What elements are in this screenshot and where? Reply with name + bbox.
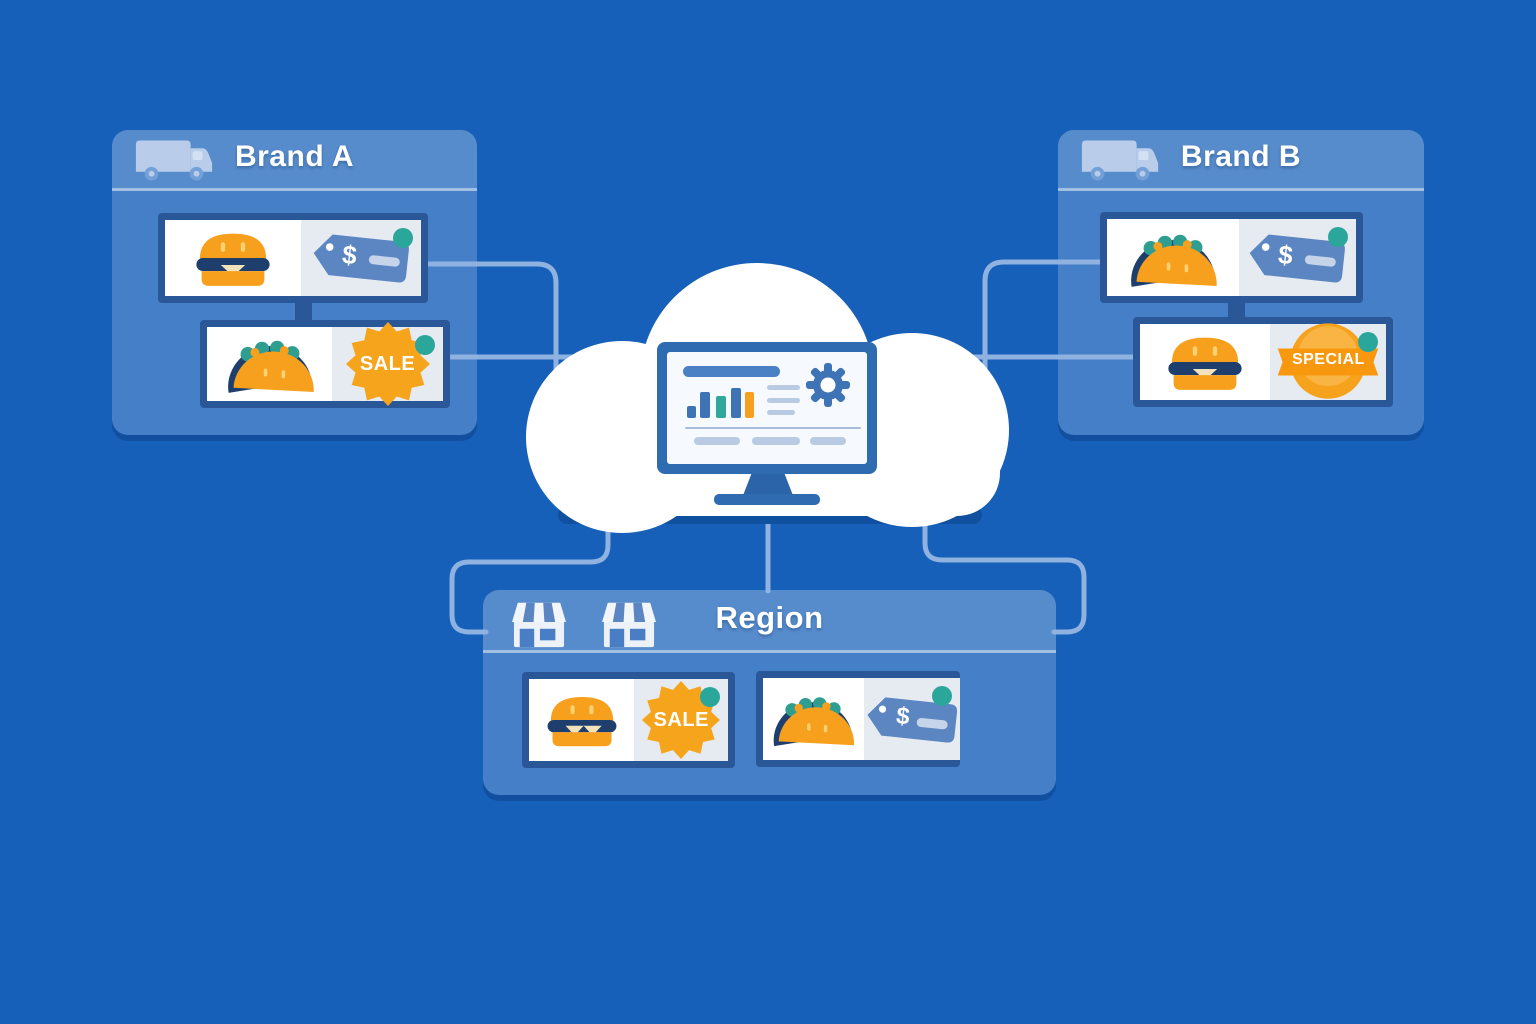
special-badge: SPECIAL [1270,320,1386,404]
region-card-taco-price: $ [756,671,960,767]
special-badge-text: SPECIAL [1291,351,1365,368]
screen-footer-pill [810,437,846,445]
card-image-cell [763,678,864,760]
price-tag-icon: $ [861,691,961,748]
card-label-cell: $ [1238,219,1356,296]
connector-cloud-region-right [922,508,1087,635]
brand-b-card-taco-price: $ [1100,212,1363,303]
monitor-icon [657,342,877,474]
card-label-cell: SALE [634,679,728,761]
brand-a-card-burger-price: $ [158,213,428,303]
chart-bar [745,392,754,418]
dashboard-screen [667,352,867,464]
connector-brand-a-card1 [425,261,559,383]
card-link-stub [295,300,312,326]
chart-bar [700,392,710,418]
region-panel: Region SALE [483,590,1056,795]
brand-b-panel: Brand B $ [1058,130,1424,435]
brand-b-header: Brand B [1058,130,1424,191]
card-image-cell [1140,324,1271,400]
screen-footer-pill [752,437,800,445]
brand-a-panel: Brand A $ [112,130,477,435]
brand-a-header: Brand A [112,130,477,191]
card-label-cell: $ [300,220,421,296]
price-tag-icon: $ [307,228,414,288]
dollar-symbol: $ [340,239,359,271]
storefront-icon [602,602,656,648]
card-image-cell [1107,219,1239,296]
card-image-cell [207,327,333,401]
card-label-cell: SPECIAL [1270,323,1387,400]
connector-brand-b-card1 [982,259,1111,398]
dollar-symbol: $ [894,701,911,731]
storefront-icon [512,602,566,648]
screen-text-line [767,410,795,415]
screen-text-line [767,398,800,403]
brand-b-title: Brand B [1180,140,1302,173]
brand-b-card-burger-special: SPECIAL [1133,317,1393,407]
brand-a-title: Brand A [234,140,355,173]
status-dot [1358,332,1379,352]
screen-text-line [767,385,800,390]
region-header: Region [483,590,1056,653]
chart-bar [716,396,726,418]
chart-bar [731,388,741,418]
monitor-stand-base [714,494,820,505]
screen-divider [685,427,861,429]
taco-icon [1131,234,1217,287]
taco-icon [227,340,314,393]
burger-icon [547,697,617,747]
card-label-cell: SALE [332,322,443,406]
status-dot [700,687,720,707]
brand-a-card-taco-sale: SALE [200,320,450,408]
status-dot [931,686,952,706]
sale-badge-text: SALE [653,708,709,731]
screen-footer-pill [694,437,740,445]
gear-icon [806,363,850,407]
region-title: Region [715,600,824,635]
screen-title-bar [683,366,780,377]
region-card-burger-sale: SALE [522,672,735,768]
status-dot [415,335,435,355]
status-dot [393,228,413,248]
taco-icon [774,697,855,747]
card-image-cell [165,220,301,296]
card-label-cell: $ [861,678,961,760]
sale-badge: SALE [345,322,430,406]
card-image-cell [529,679,635,761]
chart-bar [687,406,696,418]
truck-icon [135,140,213,181]
truck-icon [1081,140,1159,181]
burger-icon [196,233,270,286]
cloud-icon [512,255,1022,533]
connector-cloud-region-left [449,511,611,635]
status-dot [1328,227,1348,247]
price-tag-icon: $ [1244,227,1351,287]
sale-badge-text: SALE [359,352,416,375]
burger-icon [1168,337,1242,390]
